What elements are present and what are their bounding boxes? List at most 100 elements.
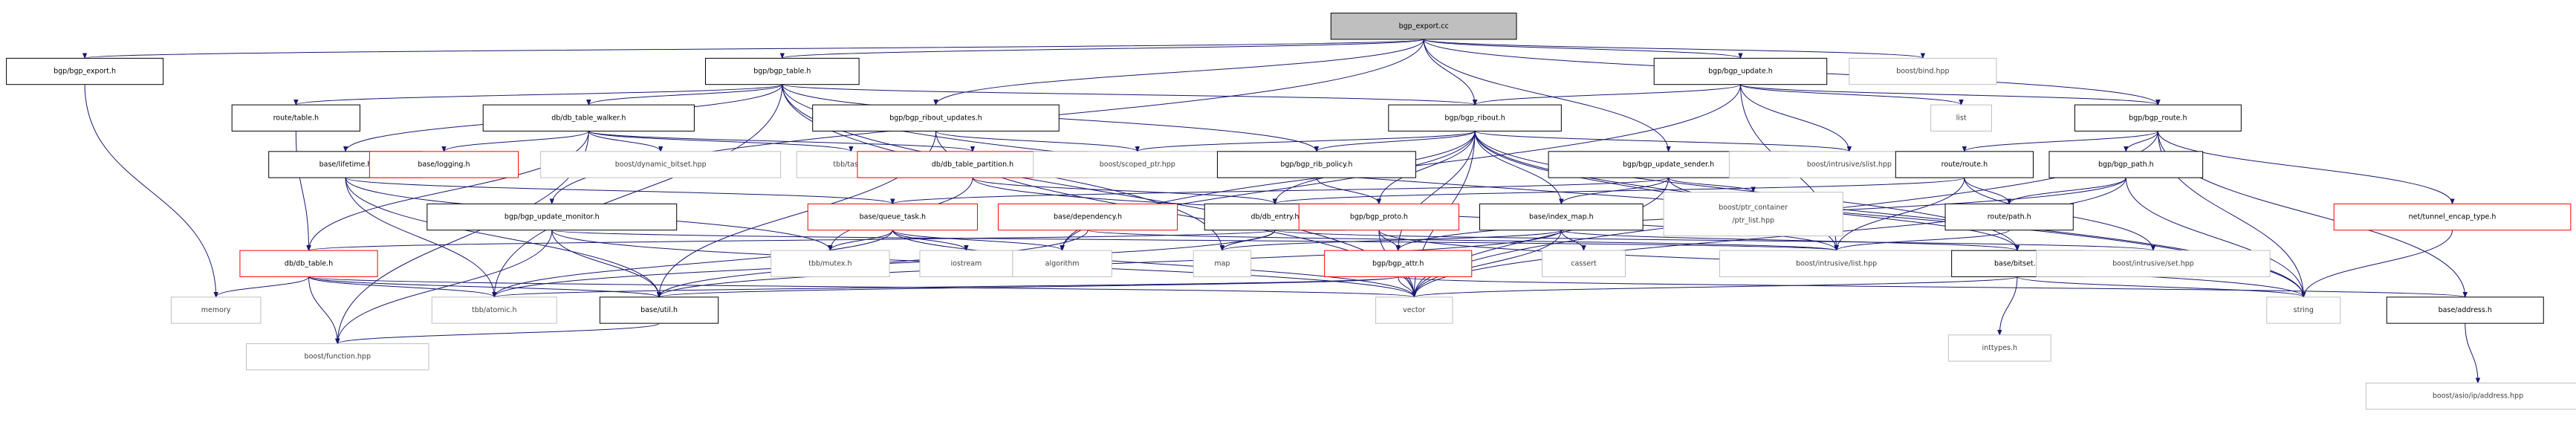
- node-label: boost/intrusive/list.hpp: [1796, 259, 1877, 268]
- node-box: [239, 250, 378, 277]
- node-layer: bgp_export.cc bgp/bgp_export.h bgp/bgp_tab…: [6, 13, 2576, 410]
- edge-base_lifetime_h-to-base_util_h: [345, 178, 659, 297]
- edge-base_bitset_h-to-vector: [1414, 276, 2018, 298]
- node-label: base/address.h: [2439, 306, 2492, 314]
- edge-bgp_update_h-to-bgp_route_h: [1739, 84, 2158, 106]
- node-label: bgp/bgp_ribout.h: [1444, 114, 1505, 122]
- edge-bgp_update_sender_h-to-boost_ptr_container: [1668, 177, 1753, 193]
- node-box: [1330, 13, 1517, 40]
- node-label: map: [1214, 259, 1230, 268]
- node-label: bgp/bgp_rib_policy.h: [1280, 160, 1352, 169]
- edge-base_address_h-to-boost_asio_ip_address: [2465, 323, 2478, 383]
- node-box: [2386, 296, 2544, 324]
- edge-bgp_update_h-to-bgp_ribout_h: [1475, 84, 1741, 106]
- node-box: [704, 57, 860, 85]
- node-route_table_h[interactable]: route/table.h: [231, 104, 360, 132]
- node-vector: vector: [1375, 296, 1453, 324]
- node-label: list: [1956, 114, 1967, 122]
- node-box: [599, 296, 719, 324]
- node-label: db/db_table_walker.h: [551, 114, 626, 122]
- edge-bgp_bgp_attr_h-to-vector: [1398, 276, 1415, 297]
- node-label: bgp/bgp_proto.h: [1350, 213, 1408, 221]
- node-boost_dynamic_bitset: boost/dynamic_bitset.hpp: [540, 151, 782, 178]
- edge-base_queue_task_h-to-iostream: [892, 230, 966, 251]
- edge-base_lifetime_h-to-tbb_atomic_h: [345, 178, 494, 297]
- node-box: [807, 203, 978, 231]
- edge-base_util_h-to-boost_function: [337, 322, 660, 345]
- edge-base_index_map_h-to-vector: [1414, 230, 1562, 297]
- node-box: [1375, 296, 1453, 324]
- edge-bgp_update_monitor_h-to-boost_intrusive_list: [551, 230, 1837, 251]
- node-box: [2036, 250, 2271, 277]
- edge-db_db_table_h-to-vector: [308, 276, 1415, 298]
- node-label: bgp/bgp_update_monitor.h: [505, 213, 600, 221]
- node-base_util_h[interactable]: base/util.h: [599, 296, 719, 324]
- node-tbb_mutex_h: tbb/mutex.h: [770, 250, 890, 277]
- node-label: route/path.h: [1988, 213, 2031, 221]
- node-box: [1388, 104, 1562, 132]
- node-label: bgp_export.cc: [1399, 22, 1449, 30]
- node-label: /ptr_list.hpp: [1732, 216, 1774, 224]
- edge-bgp_ribout_h-to-boost_intrusive_slist: [1474, 130, 1849, 152]
- node-base_queue_task_h[interactable]: base/queue_task.h: [807, 203, 978, 231]
- node-db_db_table_h[interactable]: db/db_table.h: [239, 250, 378, 277]
- node-box: [1216, 151, 1416, 178]
- node-bgp_ribout_h[interactable]: bgp/bgp_ribout.h: [1388, 104, 1562, 132]
- node-box: [482, 104, 695, 132]
- node-bgp_table_h[interactable]: bgp/bgp_table.h: [704, 57, 860, 85]
- node-base_index_map_h[interactable]: base/index_map.h: [1479, 203, 1644, 231]
- node-box: [1653, 57, 1828, 85]
- node-label: bgp/bgp_export.h: [53, 68, 116, 76]
- edge-base_queue_task_h-to-tbb_atomic_h: [494, 230, 893, 297]
- edge-route_table_h-to-db_db_table_h: [295, 131, 308, 250]
- node-label: base/queue_task.h: [860, 213, 926, 221]
- edge-bgp_route_h-to-net_tunnel_encap_type_h: [2157, 131, 2452, 204]
- edge-base_queue_task_h-to-tbb_mutex_h: [830, 230, 893, 251]
- node-box: [1849, 57, 1997, 85]
- edge-bgp_ribout_h-to-bgp_bgp_attr_h: [1398, 131, 1476, 250]
- node-label: base/index_map.h: [1529, 213, 1594, 221]
- node-bgp_update_monitor_h[interactable]: bgp/bgp_update_monitor.h: [426, 203, 678, 231]
- node-bgp_bgp_attr_h[interactable]: bgp/bgp_attr.h: [1324, 250, 1473, 277]
- node-db_table_walker_h[interactable]: db/db_table_walker.h: [482, 104, 695, 132]
- node-label: iostream: [951, 259, 982, 268]
- node-box: [1663, 192, 1843, 237]
- edge-bgp_update_sender_h-to-vector: [1414, 178, 1670, 297]
- node-net_tunnel_encap_type_h[interactable]: net/tunnel_encap_type.h: [2333, 203, 2572, 231]
- node-bgp_route_h[interactable]: bgp/bgp_route.h: [2074, 104, 2242, 132]
- edge-route_route_h-to-db_db_entry_h: [1275, 177, 1965, 204]
- node-route_path_h[interactable]: route/path.h: [1944, 203, 2074, 231]
- edge-route_route_h-to-boost_intrusive_list: [1837, 178, 1965, 250]
- node-cassert: cassert: [1541, 250, 1626, 277]
- node-boost_function: boost/function.hpp: [246, 343, 429, 371]
- node-box: [426, 203, 678, 231]
- edge-bgp_bgp_attr_h-to-tbb_atomic_h: [494, 276, 1399, 298]
- node-label: string: [2294, 306, 2314, 314]
- node-box: [2333, 203, 2572, 231]
- node-route_route_h[interactable]: route/route.h: [1895, 151, 2034, 178]
- node-label: base/bitset.h: [1994, 259, 2040, 268]
- node-bgp_update_h[interactable]: bgp/bgp_update.h: [1653, 57, 1828, 85]
- edge-bgp_export_cc-to-bgp_ribout_h: [1423, 39, 1475, 105]
- node-label: boost/asio/ip/address.hpp: [2433, 392, 2523, 401]
- node-inttypes_h: inttypes.h: [1947, 334, 2051, 362]
- edge-db_db_table_h-to-base_util_h: [308, 276, 660, 298]
- node-map: map: [1193, 250, 1252, 277]
- node-bgp_export_h[interactable]: bgp/bgp_export.h: [6, 57, 164, 85]
- node-bgp_path_h[interactable]: bgp/bgp_path.h: [2048, 151, 2204, 178]
- node-base_logging_h[interactable]: base/logging.h: [369, 151, 519, 178]
- node-label: bgp/bgp_ribout_updates.h: [889, 114, 982, 122]
- node-algorithm: algorithm: [1012, 250, 1112, 277]
- node-bgp_rib_policy_h[interactable]: bgp/bgp_rib_policy.h: [1216, 151, 1416, 178]
- node-bgp_ribout_updates_h[interactable]: bgp/bgp_ribout_updates.h: [812, 104, 1060, 132]
- edge-bgp_export_cc-to-bgp_update_sender_h: [1423, 39, 1668, 152]
- node-base_address_h[interactable]: base/address.h: [2386, 296, 2544, 324]
- node-box: [1719, 250, 1954, 277]
- node-bgp_export_cc[interactable]: bgp_export.cc: [1330, 13, 1517, 40]
- node-bgp_bgp_proto_h[interactable]: bgp/bgp_proto.h: [1298, 203, 1460, 231]
- node-boost_intrusive_set: boost/intrusive/set.hpp: [2036, 250, 2271, 277]
- node-label: memory: [201, 306, 231, 314]
- edge-base_dependency_h-to-boost_intrusive_list: [1087, 230, 1837, 251]
- node-base_dependency_h[interactable]: base/dependency.h: [997, 203, 1178, 231]
- node-box: [2074, 104, 2242, 132]
